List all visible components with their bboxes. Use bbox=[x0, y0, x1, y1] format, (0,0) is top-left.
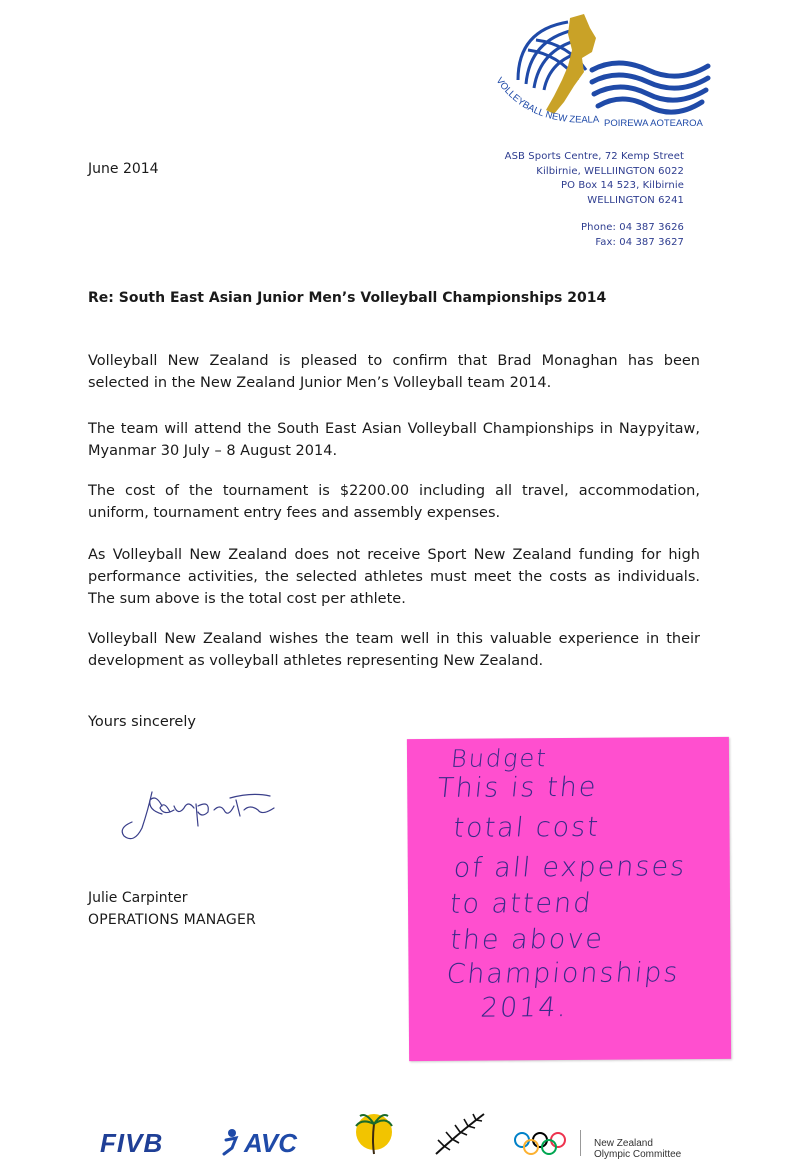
sticky-note: Budget This is the total cost of all exp… bbox=[406, 736, 732, 1062]
sticky-note-line: 2014. bbox=[479, 991, 570, 1024]
logo-text-right: POIREWA AOTEAROA bbox=[604, 118, 704, 129]
fax-number: Fax: 04 387 3627 bbox=[595, 236, 684, 248]
sticky-note-line: This is the bbox=[435, 771, 599, 804]
letter-date: June 2014 bbox=[88, 161, 159, 177]
nzoc-line: Olympic Committee bbox=[594, 1149, 682, 1160]
avc-logo: AVC bbox=[222, 1128, 298, 1156]
address-line: PO Box 14 523, Kilbirnie bbox=[560, 180, 684, 191]
body-paragraph: Volleyball New Zealand is pleased to con… bbox=[88, 353, 700, 391]
sticky-note-line: total cost bbox=[451, 811, 602, 844]
sticky-note-line: to attend bbox=[448, 887, 594, 920]
olympic-rings-logo bbox=[514, 1132, 566, 1155]
avc-logo-text: AVC bbox=[243, 1128, 298, 1156]
letter-subject: Re: South East Asian Junior Men’s Volley… bbox=[88, 290, 607, 306]
closing-salutation: Yours sincerely bbox=[88, 714, 196, 730]
signer-title: OPERATIONS MANAGER bbox=[88, 912, 256, 928]
nzoc-logo-text: New Zealand Olympic Committee bbox=[594, 1138, 681, 1160]
sticky-note-line: the above bbox=[448, 923, 606, 956]
footer-divider bbox=[580, 1130, 581, 1156]
address-block: ASB Sports Centre, 72 Kemp Street Kilbir… bbox=[505, 150, 684, 208]
signature bbox=[121, 791, 275, 840]
body-paragraph: Volleyball New Zealand wishes the team w… bbox=[88, 631, 700, 669]
address-line: WELLINGTON 6241 bbox=[587, 194, 684, 206]
volleyball-nz-logo: VOLLEYBALL NEW ZEALAND POIREWA AOTEAROA bbox=[488, 10, 711, 129]
address-line: ASB Sports Centre, 72 Kemp Street bbox=[504, 151, 684, 162]
body-paragraph: The team will attend the South East Asia… bbox=[88, 421, 700, 459]
nzoc-line: New Zealand bbox=[594, 1138, 653, 1149]
sticky-note-line: of all expenses bbox=[452, 851, 688, 884]
phone-number: Phone: 04 387 3626 bbox=[581, 222, 684, 233]
fivb-logo: FIVB bbox=[100, 1128, 164, 1158]
contact-block: Phone: 04 387 3626 Fax: 04 387 3627 bbox=[581, 221, 684, 250]
sticky-note-line: Budget bbox=[449, 744, 550, 773]
address-line: Kilbirnie, WELLIINGTON 6022 bbox=[536, 165, 684, 177]
sticky-note-line: Championships bbox=[445, 957, 682, 990]
signer-name: Julie Carpinter bbox=[88, 890, 188, 906]
body-paragraph: The cost of the tournament is $2200.00 i… bbox=[88, 483, 700, 521]
body-paragraph: As Volleyball New Zealand does not recei… bbox=[88, 547, 700, 607]
palm-tree-logo bbox=[355, 1114, 393, 1155]
silver-fern-logo bbox=[435, 1113, 485, 1155]
